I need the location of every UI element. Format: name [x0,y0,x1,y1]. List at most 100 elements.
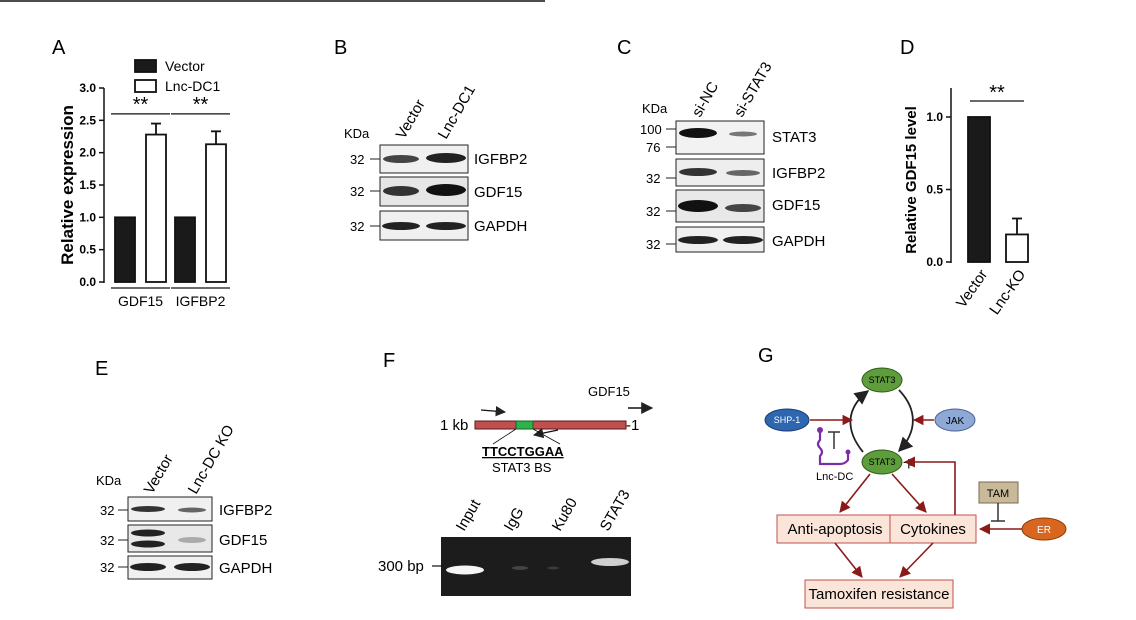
panel-e: E KDa Vector Lnc-DC KO 32 32 32 IGFBP2 G… [95,358,272,580]
jak-node [934,408,976,432]
anti-apoptosis-label: Anti-apoptosis [787,521,882,538]
bar-igfbp2-lnc-dc1 [205,143,227,283]
y-tick-label: 3.0 [79,81,96,95]
significance-mark: ** [193,94,209,116]
band-label-e-1: IGFBP2 [219,502,272,519]
legend-swatch [134,59,157,73]
band [723,236,763,244]
bar-igfbp2-vector [174,216,196,283]
y-tick-label: 1.5 [79,178,96,192]
binding-site [515,420,534,430]
blot-c-stat3 [675,120,765,155]
gene-label: GDF15 [588,384,630,399]
zoom-line [532,428,561,445]
band [679,168,717,176]
lncdc-rna-icon [816,432,850,466]
kda-label-e: KDa [96,473,122,488]
lane-label-b-1: Vector [393,97,429,142]
panel-g: G STAT3 STAT3 -p SHP-1 JAK Lnc-DC Anti-a… [758,345,1067,609]
gel-lane-stat3: STAT3 [597,487,634,534]
band [726,170,760,176]
band-label-b-2: GDF15 [474,184,522,201]
y-tick-label: 1.0 [79,210,96,224]
mw-e-1: 32 [100,503,114,518]
panel-label-c: C [617,37,631,59]
mw-c-1b: 76 [646,140,660,155]
legend-label: Vector [165,58,205,74]
x-category-label: GDF15 [118,293,163,309]
band [426,153,466,163]
band-label-b-3: GAPDH [474,218,527,235]
band-label-c-2: IGFBP2 [772,165,825,182]
stat3-node [861,367,903,393]
band [426,222,466,230]
bar-gdf15-vector [114,216,136,283]
band-label-c-1: STAT3 [772,129,816,146]
marker-label: 300 bp [378,558,424,575]
lane-label-b-2: Lnc-DC1 [435,82,479,142]
band-label-e-2: GDF15 [219,532,267,549]
band [130,563,166,571]
arrow-to-resistance-right [899,542,934,578]
shp1-node-label: SHP-1 [774,415,801,425]
gel-lane-igg: IgG [501,505,528,534]
anti-apoptosis-box [776,514,894,544]
lncdc-label: Lnc-DC [816,471,853,483]
mw-c-4: 32 [646,237,660,252]
primer-forward-arrow [480,406,507,417]
band [729,131,757,137]
rna-tail [845,449,851,455]
primer-reverse-arrow [532,428,559,439]
gel-band-input [446,565,484,575]
tamoxifen-resistance-box [804,579,954,609]
y-tick-label: 2.5 [79,113,96,127]
y-tick-label: 2.0 [79,146,96,160]
gel-band-igg [512,566,528,570]
kda-label-c: KDa [642,101,668,116]
er-label: ER [1037,525,1051,536]
y-axis-title: Relative expression [58,105,77,265]
band [383,155,419,163]
band [178,507,206,513]
jak-node-label: JAK [946,416,965,427]
band [678,200,718,212]
band [383,186,419,196]
band-label-b-1: IGFBP2 [474,151,527,168]
promoter-bar [474,420,627,430]
lane-label-e-1: Vector [141,452,177,497]
band [678,236,718,244]
tamoxifen-resistance-label: Tamoxifen resistance [809,586,950,603]
panel-label-e: E [95,358,108,380]
band-label-c-3: GDF15 [772,197,820,214]
legend-swatch [134,79,157,93]
x-category-label: Vector [953,267,991,312]
band [131,529,165,537]
mw-b-3: 32 [350,219,364,234]
rna-cap [817,427,823,433]
cycle-arrow-down [898,389,914,453]
band [178,537,206,543]
band [725,204,761,212]
stat3-bs-label: STAT3 BS [492,460,552,475]
lane-label-c-1: si-NC [689,79,723,120]
panel-label-g: G [758,345,774,367]
zoom-line [492,428,517,445]
cytokine-feedback-arrow [903,456,956,515]
band-label-c-4: GAPDH [772,233,825,250]
band [382,222,420,230]
panel-label-f: F [383,350,395,372]
mw-e-3: 32 [100,560,114,575]
promoter-left-label: 1 kb [440,417,468,434]
lane-label-c-2: si-STAT3 [731,59,776,120]
bar-vector [967,116,991,263]
shp1-node [764,408,810,432]
x-category-label: IGFBP2 [176,293,226,309]
arrow-to-resistance-left [834,542,863,578]
band [174,563,210,571]
mw-c-2: 32 [646,171,660,186]
y-tick-label: 0.5 [79,243,96,257]
lane-label-e-2: Lnc-DC KO [185,422,238,497]
